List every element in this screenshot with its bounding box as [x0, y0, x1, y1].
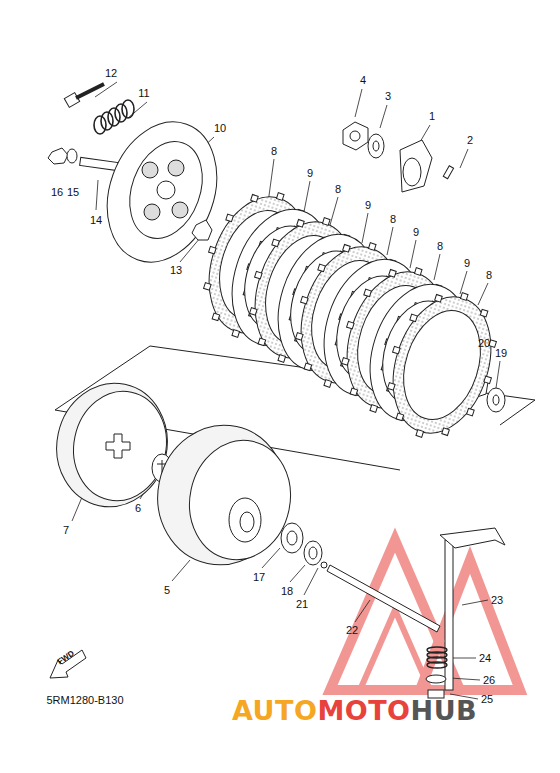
callout-number: 7: [63, 525, 69, 536]
watermark-logo: [330, 540, 520, 690]
callout-number: 8: [271, 146, 277, 157]
callout-number: 9: [413, 227, 419, 238]
diagram-code: 5RM1280-B130: [46, 695, 123, 706]
callout-number: 24: [479, 653, 491, 664]
watermark-text: HUB: [411, 697, 478, 724]
callout-number: 17: [253, 572, 265, 583]
callout-number: 4: [360, 75, 366, 86]
callout-number: 25: [481, 694, 493, 705]
callout-number: 9: [365, 200, 371, 211]
callout-number: 23: [491, 595, 503, 606]
callout-number: 14: [90, 215, 102, 226]
callout-number: 11: [138, 88, 149, 99]
callout-number: 15: [67, 187, 79, 198]
callout-number: 18: [281, 586, 293, 597]
callout-number: 8: [390, 214, 396, 225]
callout-number: 5: [164, 585, 170, 596]
callout-number: 3: [385, 91, 391, 102]
watermark-text: MOTO: [317, 697, 410, 724]
callout-number: 8: [486, 270, 492, 281]
callout-number: 10: [214, 123, 226, 134]
friction-plate: [370, 278, 513, 452]
callout-number: 2: [467, 135, 473, 146]
callout-number: 1: [429, 111, 435, 122]
callout-number: 8: [437, 241, 443, 252]
callout-number: 16: [51, 187, 63, 198]
callout-number: 21: [296, 599, 308, 610]
callout-number: 8: [335, 184, 341, 195]
callout-number: 22: [346, 625, 358, 636]
callout-number: 12: [105, 68, 117, 79]
callout-number: 20: [478, 338, 490, 349]
callout-number: 9: [464, 258, 470, 269]
callout-number: 13: [170, 265, 182, 276]
callout-number: 9: [307, 168, 313, 179]
callout-number: 19: [495, 348, 507, 359]
watermark-text: AUTO: [232, 697, 317, 724]
callout-number: 26: [483, 675, 495, 686]
callout-number: 6: [135, 503, 141, 514]
